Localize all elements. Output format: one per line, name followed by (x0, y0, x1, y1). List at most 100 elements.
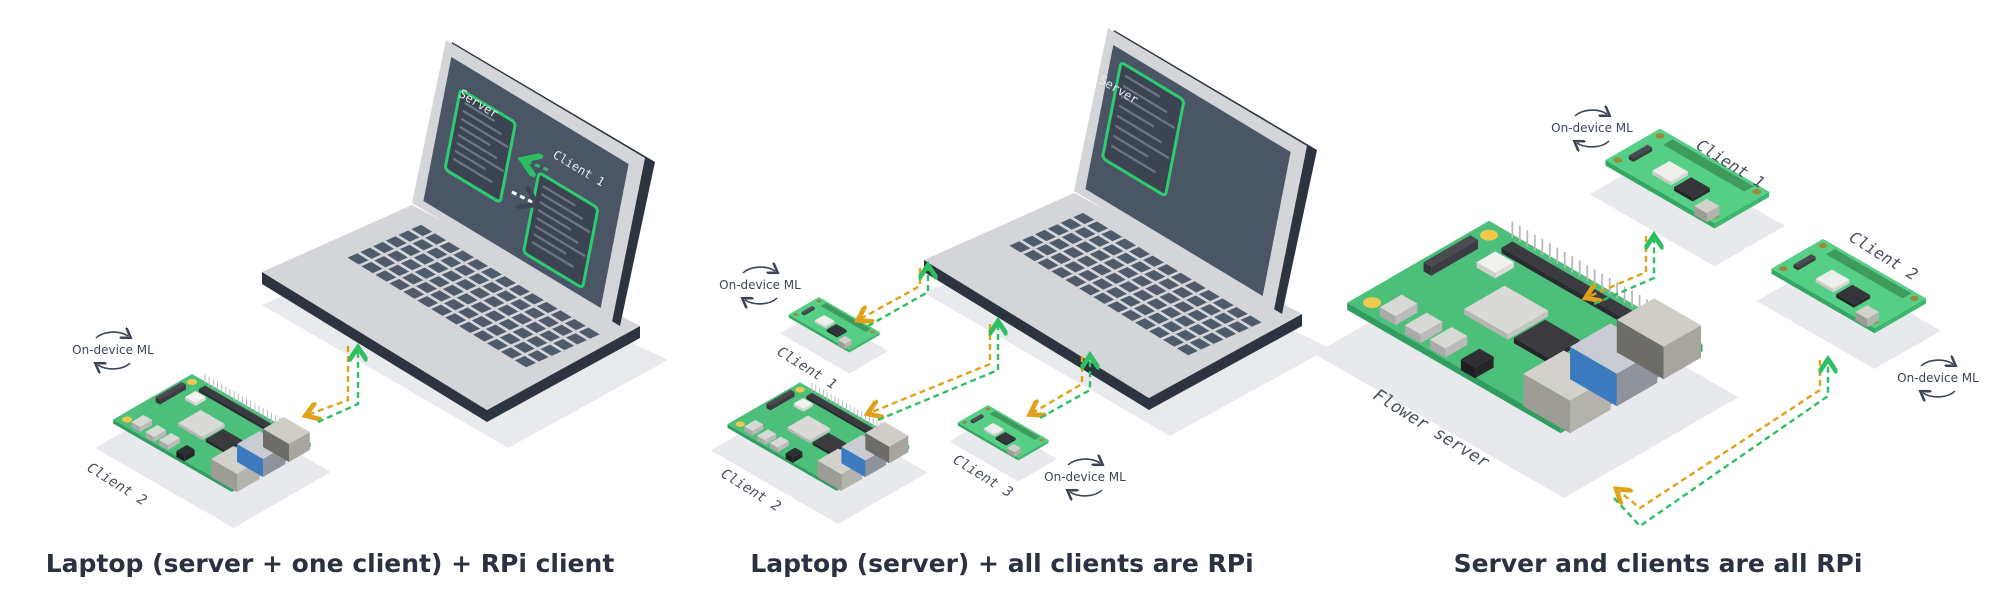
usb-c-port-top (744, 420, 764, 432)
client-1-rpi-zero (780, 297, 889, 374)
keyboard-key (497, 304, 519, 316)
keyboard-key (551, 324, 573, 336)
gpio-header-side (806, 396, 885, 444)
ram-chip-side (1853, 295, 1871, 308)
keyboard-key (1064, 261, 1086, 273)
terminal-window (445, 89, 516, 202)
keyboard-key (1087, 221, 1109, 233)
audio-jack-top (1460, 348, 1494, 368)
keyboard-key (1048, 238, 1070, 250)
gpio-pads (989, 411, 1040, 440)
laptop-screen (1085, 45, 1290, 296)
camera-connector-side (804, 307, 815, 316)
camera-connector-side (1793, 264, 1798, 271)
keyboard-key (416, 281, 438, 294)
keyboard-key (375, 270, 397, 282)
keyboard-key (1036, 244, 1058, 256)
keyboard-key (1060, 218, 1082, 230)
log-line (531, 240, 574, 269)
keyboard-key (455, 278, 477, 291)
keyboard-key (512, 327, 534, 339)
log-line (454, 149, 486, 171)
wifi-module (793, 397, 813, 412)
display-connector-top (1423, 235, 1479, 267)
keyboard-key (510, 298, 532, 311)
mounting-hole (1039, 438, 1045, 442)
wifi-module-side (793, 403, 804, 412)
log-line (541, 192, 583, 221)
keyboard-key (522, 293, 544, 305)
panel-caption: Laptop (server + one client) + RPi clien… (46, 549, 615, 578)
keyboard-key (469, 287, 491, 299)
keyboard-key (536, 301, 558, 314)
log-line (459, 125, 491, 147)
gpio-pads (1825, 249, 1912, 299)
keyboard-key (524, 307, 546, 319)
connection-arrows (862, 268, 1090, 422)
display-connector (1423, 235, 1479, 276)
log-line (1116, 114, 1162, 144)
micro-hdmi-port (1429, 327, 1468, 358)
keyboard-key (1022, 235, 1044, 247)
keyboard-key (1078, 269, 1100, 282)
keyboard-key (496, 290, 518, 302)
keyboard-key (1226, 306, 1248, 319)
on-device-ml-badge: On-device ML (1551, 110, 1633, 147)
mounting-hole (187, 379, 197, 385)
audio-jack-side (1460, 359, 1475, 379)
soc-chip-side (809, 428, 831, 444)
keyboard-key (1173, 301, 1195, 313)
micro-hdmi-port (1404, 312, 1443, 344)
audio-jack-side (184, 449, 195, 462)
keyboard-key (1107, 301, 1129, 313)
cycle-arrow-icon (95, 332, 128, 338)
log-line (1113, 134, 1149, 158)
wifi-module (185, 391, 206, 406)
keyboard-key (1189, 338, 1211, 350)
panel-laptop-plus-rpi: Server Client 1 On-device ML Client 2 La… (46, 40, 668, 578)
keyboard-key (578, 327, 600, 339)
client-1-rpi-zero (1589, 128, 1785, 267)
client-2-rpi-zero (1756, 238, 1941, 369)
log-line (1122, 84, 1168, 114)
soc-chip-top (787, 415, 831, 441)
usb-port-top (1855, 305, 1879, 319)
micro-hdmi-port-side (159, 440, 168, 450)
camera-connector-top (801, 306, 815, 314)
camera-connector-top (970, 414, 984, 422)
soc-chip-top (1652, 161, 1689, 182)
keyboard-key (1117, 266, 1139, 279)
keyboard-key (1159, 292, 1181, 304)
pcb-side (1347, 302, 1561, 434)
cycle-arrow-icon (1577, 141, 1610, 147)
ethernet-port-side (865, 432, 890, 464)
soc-chip-side (1652, 170, 1671, 186)
pcb-side (788, 314, 850, 353)
soc-chip (1652, 161, 1689, 186)
cycle-arrow-icon (1067, 459, 1100, 465)
panel-caption: Laptop (server) + all clients are RPi (750, 549, 1253, 578)
keyboard-key (445, 313, 467, 325)
camera-connector (801, 306, 815, 316)
usb-port (1855, 305, 1879, 328)
usb-c-port-side (752, 424, 764, 436)
usb-port-top (1694, 198, 1720, 214)
mounting-hole (870, 330, 876, 334)
keyboard-key (1149, 326, 1171, 339)
model-download-arrow (310, 346, 350, 414)
panel-laptop-server-rpi-clients: Server On-device ML On-device ML Client … (710, 28, 1330, 578)
usb2-port-side (817, 460, 842, 491)
keyboard-key (1091, 278, 1113, 290)
soc-chip-side (994, 429, 1004, 437)
keyboard-key (1184, 281, 1206, 293)
keyboard-key (550, 310, 572, 322)
keyboard-key (1076, 255, 1098, 267)
soc-chip (787, 415, 831, 444)
ram-chip-side (826, 329, 838, 338)
ram-chip (826, 324, 847, 338)
soc-chip-top (983, 423, 1004, 435)
log-line (457, 133, 498, 160)
usb-port-side (844, 340, 852, 349)
gpio-header-top (198, 385, 290, 438)
keyboard-key (411, 224, 433, 237)
